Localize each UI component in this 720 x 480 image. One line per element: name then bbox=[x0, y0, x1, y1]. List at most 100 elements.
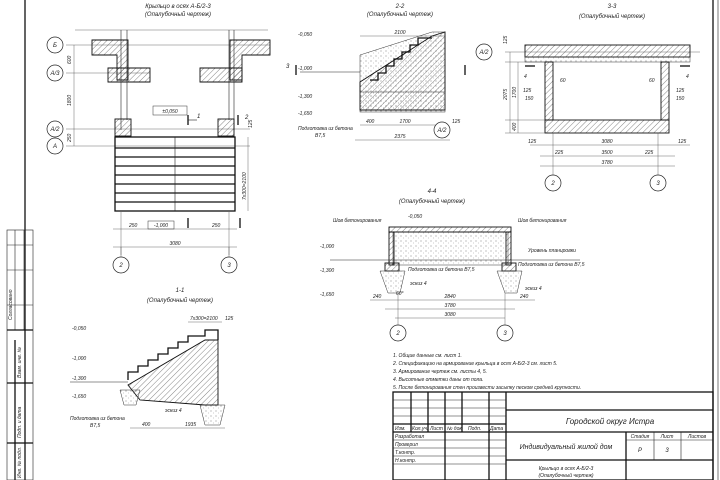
section44-angle: 60° bbox=[396, 291, 404, 297]
section44-level-top: -0,050 bbox=[408, 214, 422, 220]
plan-subtitle: (Опалубочный чертеж) bbox=[145, 11, 211, 18]
axis-bubble-b: Б bbox=[46, 36, 64, 54]
stamp-sign-date: Подп. и дата bbox=[17, 406, 23, 438]
axis-bubble-a3: А/3 bbox=[46, 64, 64, 82]
section11-note-grade: B7,5 bbox=[90, 423, 101, 429]
section33-dim: 2075 bbox=[503, 89, 509, 101]
plan-stairs-dim: 7х300=2100 bbox=[242, 172, 248, 200]
section33-dim: 225 bbox=[554, 150, 564, 156]
section11-stairs: 7х300=2100 bbox=[190, 316, 218, 322]
section22-dim: 2375 bbox=[393, 134, 405, 140]
axis-bubble-a2: А/2 bbox=[46, 120, 64, 138]
plan-level-bottom: -1,000 bbox=[154, 223, 168, 229]
section33-dim: 3080 bbox=[601, 139, 612, 145]
section33-dim: 1700 bbox=[512, 87, 518, 98]
section11-title: 1-1 bbox=[176, 288, 185, 294]
tb-header: № док. bbox=[447, 426, 463, 432]
section44-grade: Уровень планировки bbox=[528, 248, 576, 254]
section22-cut: 3 bbox=[286, 64, 290, 70]
plan-cut-2: 2 bbox=[244, 115, 249, 121]
axis-bubble-a2: А/2 bbox=[475, 43, 493, 61]
axis-bubble-a: А bbox=[46, 137, 64, 155]
plan-title: Крыльцо в осях А-Б/2-3 bbox=[145, 4, 211, 10]
section22-note: Подготовка из бетона bbox=[298, 126, 353, 132]
section44-prep-left: Подготовка из бетона B7,5 bbox=[408, 267, 475, 273]
svg-text:2: 2 bbox=[395, 331, 400, 337]
section11-level: -1,300 bbox=[72, 376, 86, 382]
svg-text:3: 3 bbox=[227, 263, 231, 269]
stamp-agreed: Согласовано bbox=[8, 289, 14, 320]
tb-header: Подп. bbox=[468, 426, 481, 432]
section22-level: -0,050 bbox=[298, 32, 312, 38]
section44-prep-right: Подготовка из бетона B7,5 bbox=[518, 262, 585, 268]
note-item: 2. Спецификацию на армирование крыльца в… bbox=[392, 361, 557, 367]
note-item: 3. Армирование чертеж см. листы 4, 5. bbox=[393, 369, 487, 375]
section44-level: -1,300 bbox=[320, 268, 334, 274]
section33-dim: 125 bbox=[503, 35, 509, 44]
svg-text:А: А bbox=[52, 144, 57, 150]
tb-project: Индивидуальный жилой дом bbox=[520, 443, 613, 451]
plan-dim-125: 125 bbox=[248, 119, 254, 128]
axis-bubble-2: 2 bbox=[112, 256, 130, 274]
section11-level: -1,650 bbox=[72, 394, 86, 400]
tb-header: Кол.уч. bbox=[412, 426, 428, 432]
section33-dim: 125 bbox=[678, 139, 687, 145]
note-item: 1. Общие данные см. лист 1. bbox=[393, 353, 462, 359]
plan-dim-1800: 1800 bbox=[67, 95, 73, 106]
axis-bubble-3: 3 bbox=[496, 324, 514, 342]
section22-level: -1,300 bbox=[298, 94, 312, 100]
section33-dim: 125 bbox=[676, 88, 685, 94]
tb-sheet-title: Крыльцо в осях А-Б/2-3 bbox=[539, 466, 594, 472]
section44-dim: 2840 bbox=[443, 294, 455, 300]
section33-subtitle: (Опалубочный чертеж) bbox=[579, 13, 645, 20]
axis-bubble-2: 2 bbox=[544, 174, 562, 192]
section22-dim: 400 bbox=[366, 119, 375, 125]
section-1-1: 1-1 (Опалубочный чертеж) 7х300=2100 -0,0… bbox=[70, 288, 234, 429]
note-item: 4. Высотные отметки даны от пола. bbox=[393, 377, 483, 383]
section33-dim: 225 bbox=[644, 150, 654, 156]
section22-level: -1,650 bbox=[298, 111, 312, 117]
section44-joint-right: Шов бетонирования bbox=[518, 218, 567, 224]
section22-level: -1,000 bbox=[298, 66, 312, 72]
plan-cut-1: 1 bbox=[197, 114, 200, 120]
section22-dim: 125 bbox=[452, 119, 461, 125]
tb-header: Дата bbox=[489, 426, 503, 432]
svg-text:3: 3 bbox=[656, 181, 660, 187]
general-notes: 1. Общие данные см. лист 1. 2. Специфика… bbox=[392, 353, 581, 391]
title-block: Изм. Кол.уч. Лист № док. Подп. Дата Разр… bbox=[392, 391, 714, 480]
stamp-replaced: Взам. инв. № bbox=[17, 346, 23, 378]
section22-subtitle: (Опалубочный чертеж) bbox=[367, 11, 433, 18]
section44-joint-left: Шов бетонирования bbox=[333, 218, 382, 224]
tb-sheets-label: Листов bbox=[687, 434, 707, 440]
section11-subtitle: (Опалубочный чертеж) bbox=[147, 297, 213, 304]
plan-dim-250b: 250 bbox=[128, 223, 138, 229]
section11-note: Подготовка из бетона bbox=[70, 416, 125, 422]
section22-dim: 1700 bbox=[399, 119, 410, 125]
section33-title: 3-3 bbox=[608, 4, 617, 10]
tb-role: Н.контр. bbox=[395, 458, 416, 464]
axis-bubble-2: 2 bbox=[389, 324, 407, 342]
tb-header: Изм. bbox=[395, 426, 406, 432]
section-2-2: 2-2 (Опалубочный чертеж) 2100 400 1700 2… bbox=[286, 4, 466, 141]
section11-level: -1,000 bbox=[72, 356, 86, 362]
svg-text:2: 2 bbox=[118, 263, 123, 269]
section44-title: 4-4 bbox=[428, 189, 437, 195]
section44-level: -1,000 bbox=[320, 244, 334, 250]
section-4-4: 4-4 (Опалубочный чертеж) Шов бетонирован… bbox=[320, 189, 585, 342]
svg-text:А/2: А/2 bbox=[49, 127, 60, 133]
section33-dim: 60 bbox=[560, 78, 566, 84]
section-3-3: 3-3 (Опалубочный чертеж) 125 2075 1700 4… bbox=[475, 4, 700, 192]
tb-role: Проверил bbox=[395, 442, 418, 448]
section44-level: -1,650 bbox=[320, 292, 334, 298]
section44-fill: эскиз 4 bbox=[410, 281, 427, 287]
axis-bubble-3: 3 bbox=[649, 174, 667, 192]
section33-cut: 4 bbox=[524, 74, 527, 80]
section44-dim: 240 bbox=[372, 294, 382, 300]
plan-dim-250c: 250 bbox=[211, 223, 221, 229]
plan-dim-600: 600 bbox=[67, 55, 73, 64]
section11-level: -0,050 bbox=[72, 326, 86, 332]
section22-title: 2-2 bbox=[395, 4, 405, 10]
section44-dim: 3780 bbox=[444, 303, 455, 309]
side-stamps: Согласовано Взам. инв. № Подп. и дата Ин… bbox=[6, 229, 34, 480]
